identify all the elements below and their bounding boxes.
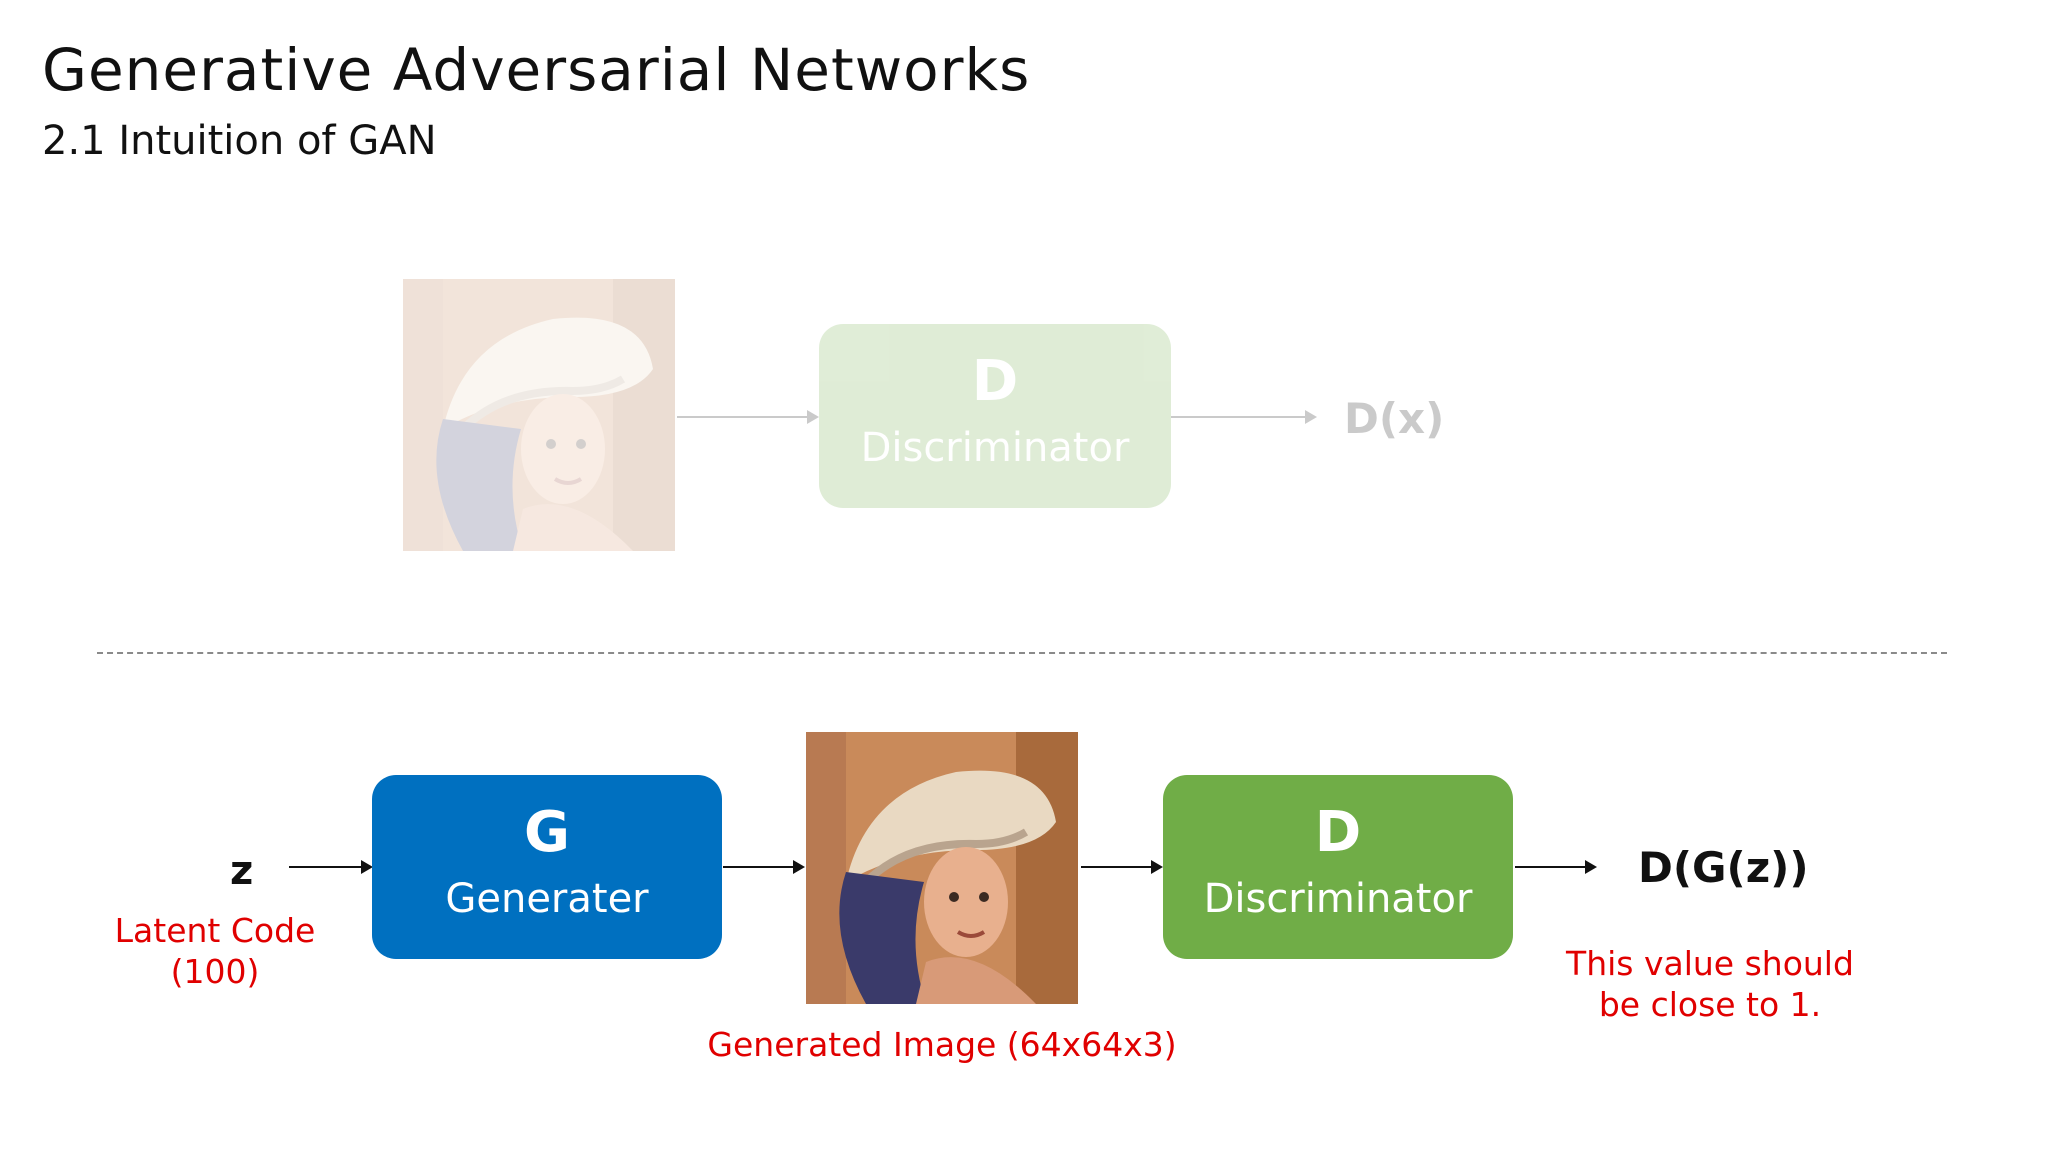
arrow-image-to-discriminator-top bbox=[677, 410, 819, 424]
arrow-discriminator-to-output-top bbox=[1171, 410, 1317, 424]
real-image bbox=[403, 279, 675, 551]
arrow-discriminator-to-output bbox=[1515, 860, 1597, 874]
arrow-image-to-discriminator bbox=[1081, 860, 1163, 874]
arrow-generator-to-image bbox=[723, 860, 805, 874]
discriminator-letter: D bbox=[1314, 800, 1362, 865]
output-note-line2: be close to 1. bbox=[1598, 985, 1822, 1024]
slide-subtitle: 2.1 Intuition of GAN bbox=[42, 118, 437, 164]
discriminator-box-top: D Discriminator bbox=[819, 324, 1171, 508]
generator-label: Generater bbox=[445, 876, 649, 922]
output-dgz: D(G(z)) bbox=[1638, 843, 1809, 892]
latent-code-note-line1: Latent Code bbox=[114, 911, 316, 950]
generator-box: G Generater bbox=[372, 775, 722, 959]
generator-letter: G bbox=[524, 800, 570, 865]
generated-image-caption: Generated Image (64x64x3) bbox=[707, 1025, 1177, 1064]
discriminator-letter-top: D bbox=[971, 349, 1019, 414]
generated-image bbox=[806, 732, 1078, 1004]
dashed-divider bbox=[97, 652, 1947, 654]
latent-input-z: z bbox=[230, 848, 254, 894]
discriminator-label-top: Discriminator bbox=[860, 425, 1130, 471]
output-note: This value should be close to 1. bbox=[1560, 943, 1860, 1025]
slide-title: Generative Adversarial Networks bbox=[42, 36, 1031, 104]
discriminator-label: Discriminator bbox=[1203, 876, 1473, 922]
latent-code-note: Latent Code (100) bbox=[100, 910, 330, 992]
arrow-z-to-generator bbox=[289, 860, 373, 874]
output-note-line1: This value should bbox=[1566, 944, 1854, 983]
latent-code-note-line2: (100) bbox=[170, 952, 260, 991]
output-dx: D(x) bbox=[1344, 394, 1445, 443]
discriminator-box: D Discriminator bbox=[1163, 775, 1513, 959]
